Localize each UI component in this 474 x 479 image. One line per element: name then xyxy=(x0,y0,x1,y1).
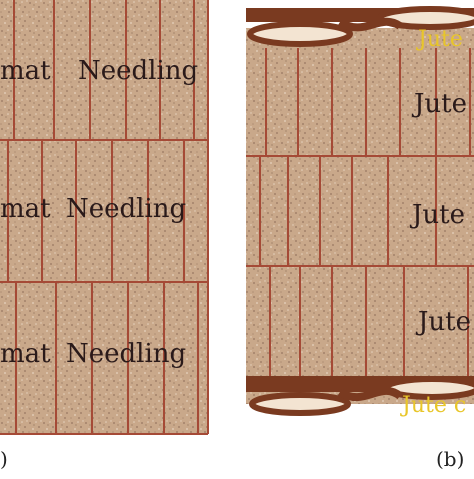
top-yarn-loop-right xyxy=(377,6,474,30)
panel-b-row-2: Jute m xyxy=(259,156,474,266)
panel-a-row-3: mat Needling xyxy=(0,282,199,434)
bottom-yarn-twist xyxy=(337,386,403,402)
top-yarn-loop-left xyxy=(247,21,353,47)
panel-b: Jute Jute Jute m xyxy=(246,6,474,471)
panel-a: mat Needling mat Needling xyxy=(0,0,209,471)
bottom-yarn-loop-left xyxy=(249,392,351,416)
bottom-yarn-label: Jute c xyxy=(400,393,466,418)
jute-label: Jute xyxy=(411,89,467,119)
bottom-yarn-band: Jute c xyxy=(246,376,474,418)
needling-label: Needling xyxy=(66,339,186,369)
needling-label: Needling xyxy=(78,56,198,86)
panel-a-row-1: mat Needling xyxy=(0,0,198,140)
needling-label: Needling xyxy=(66,194,186,224)
panel-a-caption: ) xyxy=(0,447,8,471)
panel-b-row-3: Jute xyxy=(269,266,471,376)
panel-b-caption: (b) xyxy=(436,447,464,471)
mat-label: mat xyxy=(0,56,51,86)
top-yarn-label: Jute xyxy=(416,27,463,52)
mat-label: mat xyxy=(0,339,51,369)
panel-a-mat xyxy=(0,0,208,434)
mat-label: mat xyxy=(0,194,51,224)
panel-b-row-1: Jute xyxy=(265,48,471,156)
top-yarn-band: Jute xyxy=(246,6,474,52)
jute-mat-label: Jute m xyxy=(409,200,474,230)
top-yarn-twist xyxy=(337,17,403,32)
panel-a-row-2: mat Needling xyxy=(0,140,186,282)
jute-label: Jute xyxy=(415,307,471,337)
